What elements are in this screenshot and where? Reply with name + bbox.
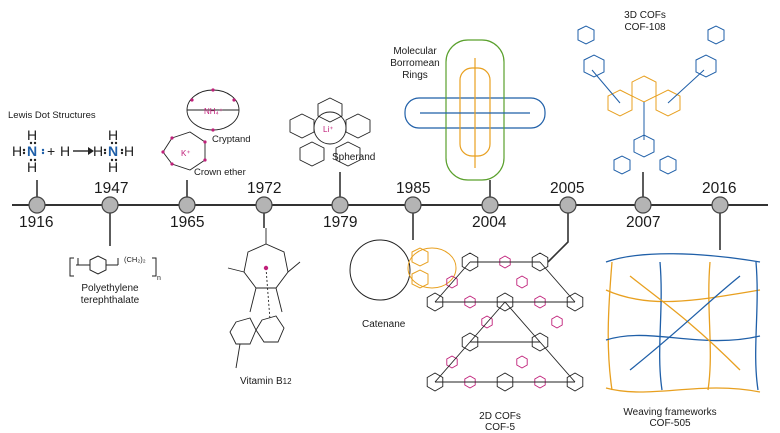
- timeline-node-2004: [481, 196, 499, 214]
- year-label-1979: 1979: [323, 214, 358, 231]
- borromean-rings-structure: [404, 39, 546, 181]
- svg-text:H: H: [27, 159, 37, 175]
- svg-text:H: H: [108, 127, 118, 143]
- label-borromean-line2: Borromean: [390, 58, 440, 69]
- year-label-1972: 1972: [247, 180, 282, 197]
- label-vitamin-subscript: 12: [282, 377, 292, 386]
- lewis-ammonia-structure: H H H N + H H H H N H: [12, 127, 134, 175]
- timeline-node-1985: [404, 196, 422, 214]
- label-pet-line1: Polyethylene: [81, 283, 139, 294]
- label-molecular-borromean-rings: Molecular Borromean Rings: [380, 46, 450, 82]
- cryptand-structure: NH₄⁺: [186, 88, 240, 132]
- label-pet-line2: terephthalate: [80, 295, 140, 306]
- label-crown-ether: Crown ether: [194, 167, 246, 178]
- label-catenane: Catenane: [362, 319, 406, 330]
- label-3d-cofs: 3D COFs COF-108: [610, 10, 680, 34]
- label-weaving-frameworks: Weaving frameworks COF-505: [605, 407, 735, 429]
- svg-text:N: N: [108, 143, 118, 159]
- cof-5-structure: [426, 252, 584, 392]
- label-cryptand: Cryptand: [212, 134, 251, 145]
- label-2d-cofs: 2D COFs COF-5: [460, 411, 540, 433]
- timeline-node-2005: [559, 196, 577, 214]
- crown-ether-structure: K⁺: [161, 131, 207, 171]
- svg-text:H: H: [93, 143, 103, 159]
- catenane-structure: [349, 239, 457, 301]
- label-borromean-line3: Rings: [402, 70, 428, 81]
- timeline-node-1972: [255, 196, 273, 214]
- timeline-node-1947: [101, 196, 119, 214]
- label-2d-cofs-line2: COF-5: [485, 422, 515, 433]
- timeline-node-2016: [711, 196, 729, 214]
- label-vitamin-text: Vitamin B: [240, 376, 283, 387]
- svg-text:N: N: [27, 143, 37, 159]
- spherand-structure: Li⁺: [289, 97, 371, 167]
- svg-text:K⁺: K⁺: [181, 149, 191, 158]
- label-3d-cofs-line2: COF-108: [624, 22, 666, 33]
- label-borromean-line1: Molecular: [393, 46, 437, 57]
- year-label-2007: 2007: [626, 214, 661, 231]
- label-3d-cofs-line1: 3D COFs: [624, 10, 666, 21]
- label-2d-cofs-line1: 2D COFs: [479, 411, 521, 422]
- label-spherand: Spherand: [332, 152, 376, 163]
- label-vitamin-b12: Vitamin B12: [240, 376, 292, 388]
- timeline-node-1979: [331, 196, 349, 214]
- label-weaving-line1: Weaving frameworks: [623, 407, 717, 418]
- year-label-1965: 1965: [170, 214, 205, 231]
- svg-text:(CH₂)₂: (CH₂)₂: [124, 255, 146, 264]
- svg-text:n: n: [157, 275, 161, 282]
- svg-text:H: H: [60, 143, 70, 159]
- svg-text:H: H: [27, 127, 37, 143]
- year-label-1985: 1985: [396, 180, 431, 197]
- year-label-2005: 2005: [550, 180, 585, 197]
- year-label-2004: 2004: [472, 214, 507, 231]
- svg-text:H: H: [108, 159, 118, 175]
- timeline-nodes: [28, 196, 729, 214]
- svg-text:H: H: [12, 143, 22, 159]
- svg-text:H: H: [124, 143, 134, 159]
- timeline-node-2007: [634, 196, 652, 214]
- vitamin-b12-structure: [227, 228, 301, 369]
- label-weaving-line2: COF-505: [649, 418, 691, 429]
- cof-505-structure: [605, 253, 761, 393]
- svg-text:Li⁺: Li⁺: [323, 125, 333, 134]
- pet-structure: n (CH₂)₂: [69, 255, 161, 282]
- timeline-node-1916: [28, 196, 46, 214]
- label-polyethylene-terephthalate: Polyethylene terephthalate: [60, 283, 160, 307]
- year-label-1916: 1916: [19, 214, 54, 231]
- year-label-1947: 1947: [94, 180, 129, 197]
- cof-108-structure: [577, 25, 725, 175]
- svg-text:NH₄⁺: NH₄⁺: [204, 107, 223, 116]
- year-label-2016: 2016: [702, 180, 737, 197]
- timeline-node-1965: [178, 196, 196, 214]
- timeline-connectors: [36, 172, 721, 263]
- label-lewis-dot-structures: Lewis Dot Structures: [8, 110, 96, 121]
- svg-text:+: +: [47, 143, 55, 159]
